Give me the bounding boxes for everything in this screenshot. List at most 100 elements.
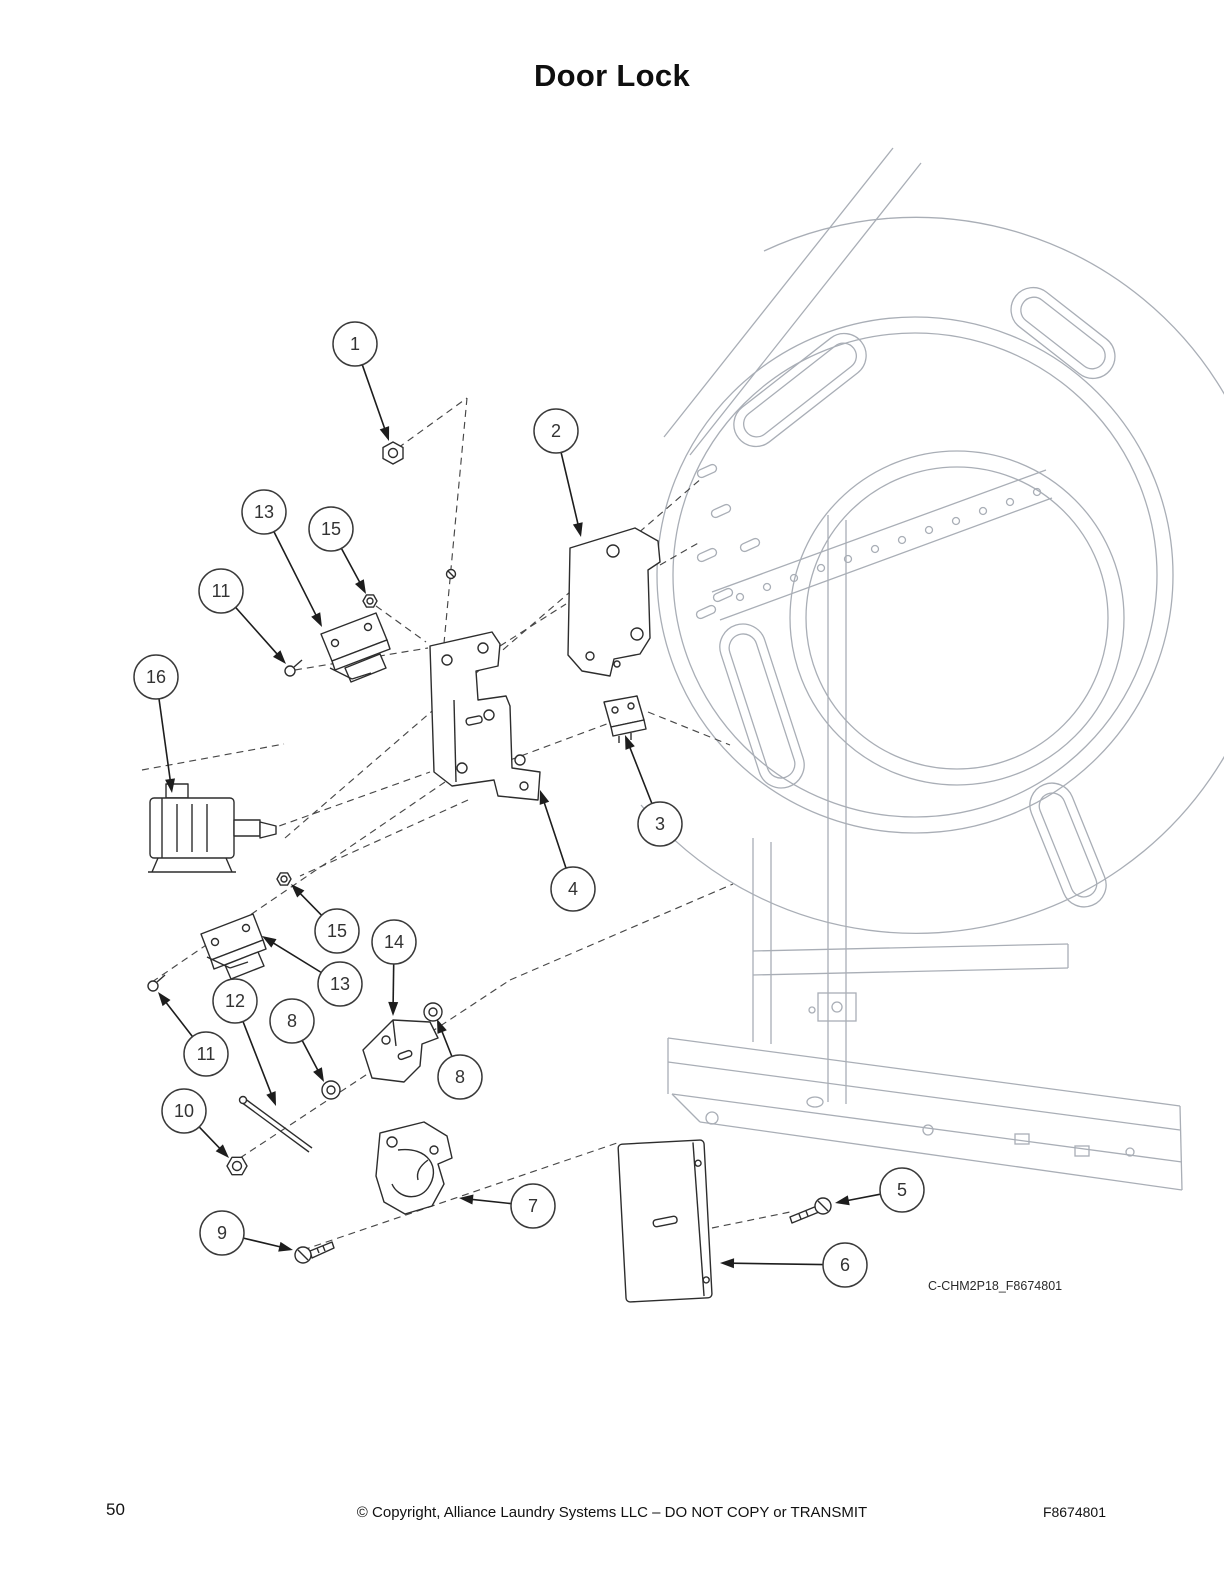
kidney-slot-top-right <box>1010 286 1116 380</box>
callout-leader-line <box>542 800 567 869</box>
callout-arrowhead <box>355 579 366 594</box>
callout-leader-line <box>242 1021 273 1097</box>
callout-9: 9 <box>199 1210 293 1256</box>
callout-10: 10 <box>161 1088 229 1158</box>
callout-leader-line <box>235 606 280 657</box>
callout-arrowhead <box>266 1091 276 1106</box>
callout-14: 14 <box>371 919 417 1016</box>
callout-arrowhead <box>720 1258 735 1269</box>
callout-balloon <box>317 961 363 1007</box>
callout-12: 12 <box>212 978 276 1106</box>
callout-leader-line <box>273 531 318 618</box>
callout-number: 4 <box>568 879 578 899</box>
kidney-slot-left <box>719 623 805 789</box>
callout-balloon <box>822 1242 868 1288</box>
kidney-slot-top-left <box>733 332 867 448</box>
diagram-code-label: C-CHM2P18_F8674801 <box>928 1279 1063 1293</box>
callout-arrowhead <box>572 522 583 537</box>
callout-balloon <box>212 978 258 1024</box>
callout-arrowhead <box>313 1067 324 1082</box>
callout-11: 11 <box>158 992 229 1077</box>
callout-balloon <box>510 1183 556 1229</box>
callout-arrowhead <box>539 790 550 805</box>
copyright-text: © Copyright, Alliance Laundry Systems LL… <box>356 1504 868 1521</box>
callout-arrowhead <box>158 992 171 1007</box>
callout-balloon <box>637 801 683 847</box>
callout-balloon <box>437 1054 483 1100</box>
part-7-door-latch <box>375 1121 453 1215</box>
washer-panel-line-art <box>640 147 1224 1191</box>
callout-arrowhead <box>311 612 322 627</box>
callout-number: 7 <box>528 1196 538 1216</box>
callout-leader-line <box>392 963 395 1006</box>
callout-balloon <box>198 568 244 614</box>
callout-leader-line <box>361 364 387 431</box>
callout-leader-line <box>340 548 362 585</box>
callout-balloon <box>371 919 417 965</box>
callout-arrowhead <box>165 778 175 793</box>
callout-2: 2 <box>533 408 583 537</box>
callout-5: 5 <box>835 1167 925 1213</box>
callout-number: 13 <box>254 502 274 522</box>
callout-balloon <box>269 998 315 1044</box>
callout-number: 5 <box>897 1180 907 1200</box>
callout-leader-line <box>560 452 580 527</box>
callout-arrowhead <box>459 1194 474 1205</box>
callout-arrowhead <box>437 1019 447 1034</box>
callout-leader-line <box>440 1028 453 1057</box>
part-11-pin-lower <box>147 974 166 992</box>
callout-number: 11 <box>212 581 231 601</box>
callout-balloon <box>308 506 354 552</box>
callout-number: 3 <box>655 814 665 834</box>
callout-number: 10 <box>174 1101 194 1121</box>
callout-13: 13 <box>241 489 322 627</box>
part-5-screw <box>789 1197 832 1224</box>
part-8-washer-right <box>423 1002 443 1022</box>
callout-11: 11 <box>198 568 286 664</box>
callout-number: 2 <box>551 421 561 441</box>
callout-leader-line <box>301 1040 320 1073</box>
part-15-nut-lower <box>276 872 292 886</box>
part-11-pin-upper <box>284 659 303 677</box>
callout-balloon <box>199 1210 245 1256</box>
callout-balloon <box>550 866 596 912</box>
part-16-solenoid <box>148 783 277 873</box>
callout-number: 8 <box>455 1067 465 1087</box>
callout-balloon <box>183 1031 229 1077</box>
callout-balloon <box>314 908 360 954</box>
part-12-link-rod <box>238 1095 313 1153</box>
callout-15: 15 <box>308 506 366 594</box>
callout-6: 6 <box>720 1242 868 1288</box>
base-rail <box>667 1037 1183 1191</box>
document-number: F8674801 <box>1042 1504 1106 1520</box>
callout-number: 8 <box>287 1011 297 1031</box>
part-13-switch-lower <box>200 913 267 980</box>
callout-arrowhead <box>215 1144 229 1158</box>
callout-number: 14 <box>384 932 404 952</box>
callout-leader-line <box>198 1126 222 1151</box>
callout-arrowhead <box>388 1001 399 1016</box>
callout-balloon <box>332 321 378 367</box>
callout-15: 15 <box>291 884 360 954</box>
hole-strip <box>735 487 1042 602</box>
callout-arrowhead <box>262 936 277 948</box>
support-frame <box>752 515 1069 1104</box>
callout-number: 15 <box>321 519 341 539</box>
callout-balloon <box>533 408 579 454</box>
callout-number: 1 <box>350 334 360 354</box>
callout-number: 15 <box>327 921 347 941</box>
callout-8: 8 <box>437 1019 483 1100</box>
callout-8: 8 <box>269 998 324 1082</box>
callout-3: 3 <box>625 735 683 847</box>
callout-number: 16 <box>146 667 166 687</box>
callout-balloon <box>161 1088 207 1134</box>
part-4-lock-bracket <box>429 631 541 801</box>
callout-arrowhead <box>278 1241 293 1252</box>
callout-balloon <box>879 1167 925 1213</box>
part-14-guard-bracket <box>362 1019 439 1083</box>
callout-leader-line <box>243 1237 283 1249</box>
callout-arrowhead <box>273 650 286 664</box>
